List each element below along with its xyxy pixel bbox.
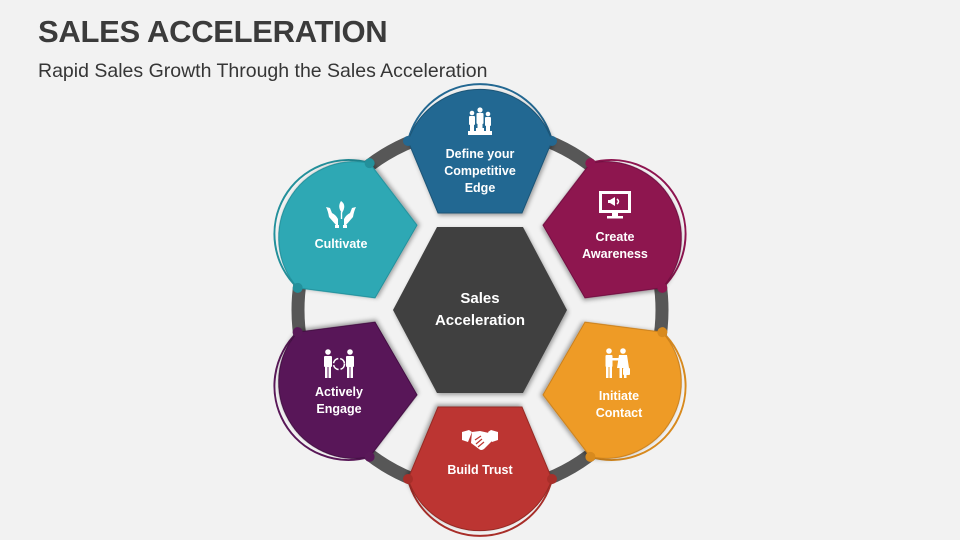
step-label-line: Actively — [315, 385, 363, 399]
step-label-line: Create — [595, 230, 635, 244]
center-label: Sales Acceleration — [435, 288, 525, 332]
step-petal-create-awareness[interactable] — [526, 130, 715, 328]
page-subtitle: Rapid Sales Growth Through the Sales Acc… — [38, 60, 488, 82]
handshake-icon — [462, 430, 498, 450]
step-label-line: Engage — [316, 402, 362, 416]
step-label-create-awareness: Create Awareness — [582, 229, 648, 263]
handshake-people-icon — [605, 348, 630, 378]
step-label-line: Initiate — [598, 389, 640, 403]
step-label-line: Define your — [445, 147, 515, 161]
step-label-line: Build Trust — [447, 463, 513, 477]
step-label-actively-engage: Actively Engage — [315, 384, 363, 418]
step-label-define-competitive-edge: Define your Competitive Edge — [444, 146, 516, 197]
step-petal-actively-engage[interactable] — [246, 292, 435, 490]
step-label-line: Contact — [595, 406, 643, 420]
center-label-line: Sales — [460, 290, 500, 307]
step-label-build-trust: Build Trust — [447, 462, 512, 479]
page-title: SALES ACCELERATION — [38, 14, 388, 49]
center-label-line: Acceleration — [434, 312, 526, 329]
step-label-cultivate: Cultivate — [315, 236, 368, 253]
monitor-megaphone-icon — [599, 191, 631, 219]
step-label-initiate-contact: Initiate Contact — [596, 388, 643, 422]
step-petal-define-competitive-edge[interactable] — [403, 83, 557, 214]
hands-plant-icon — [326, 201, 356, 228]
podium-people-icon — [468, 107, 492, 135]
step-petal-build-trust[interactable] — [403, 406, 557, 537]
step-label-line: Cultivate — [314, 237, 368, 251]
step-label-line: Edge — [464, 181, 496, 195]
two-people-cycle-icon — [324, 349, 354, 378]
step-label-line: Competitive — [444, 164, 516, 178]
center-hexagon — [393, 227, 567, 393]
step-label-line: Awareness — [582, 247, 648, 261]
step-petal-initiate-contact[interactable] — [526, 292, 715, 490]
step-petal-cultivate[interactable] — [246, 130, 435, 328]
